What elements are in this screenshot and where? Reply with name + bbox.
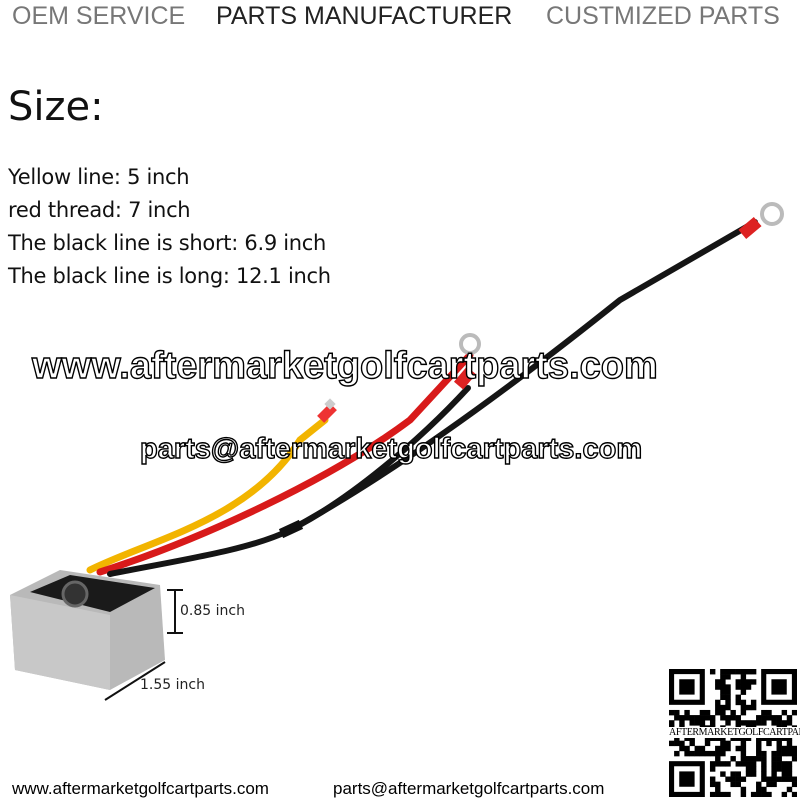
size-title: Size: — [8, 84, 104, 130]
header-customized-parts: CUSTMIZED PARTS — [546, 2, 780, 30]
footer-email[interactable]: parts@aftermarketgolfcartparts.com — [333, 779, 605, 798]
ring-terminal — [459, 333, 481, 355]
black-wire-terminal — [738, 216, 762, 240]
qr-code — [669, 669, 797, 797]
spec-red: red thread: 7 inch — [8, 198, 191, 222]
red-wire-terminal — [453, 366, 477, 390]
black-wire-long — [287, 219, 758, 533]
watermark-website: www.aftermarketgolfcartparts.com — [31, 344, 658, 387]
yellow-terminal — [317, 403, 337, 423]
qr-caption: AFTERMARKETGOLFCARTPARTS — [669, 727, 800, 738]
header-parts-manufacturer: PARTS MANUFACTURER — [216, 2, 513, 30]
yellow-wire — [86, 416, 329, 574]
ring-terminal-long — [760, 202, 784, 226]
red-wire — [96, 351, 474, 576]
dimension-height-label: 0.85 inch — [180, 603, 245, 619]
spec-black-long: The black line is long: 12.1 inch — [8, 264, 331, 288]
watermark-email: parts@aftermarketgolfcartparts.com — [139, 432, 643, 465]
header-oem-service: OEM SERVICE — [12, 2, 186, 30]
spec-black-short: The black line is short: 6.9 inch — [8, 231, 327, 255]
mounting-hole — [61, 580, 89, 608]
dimension-width-label: 1.55 inch — [140, 677, 205, 693]
spec-yellow: Yellow line: 5 inch — [8, 165, 190, 189]
footer-website[interactable]: www.aftermarketgolfcartparts.com — [12, 779, 269, 798]
